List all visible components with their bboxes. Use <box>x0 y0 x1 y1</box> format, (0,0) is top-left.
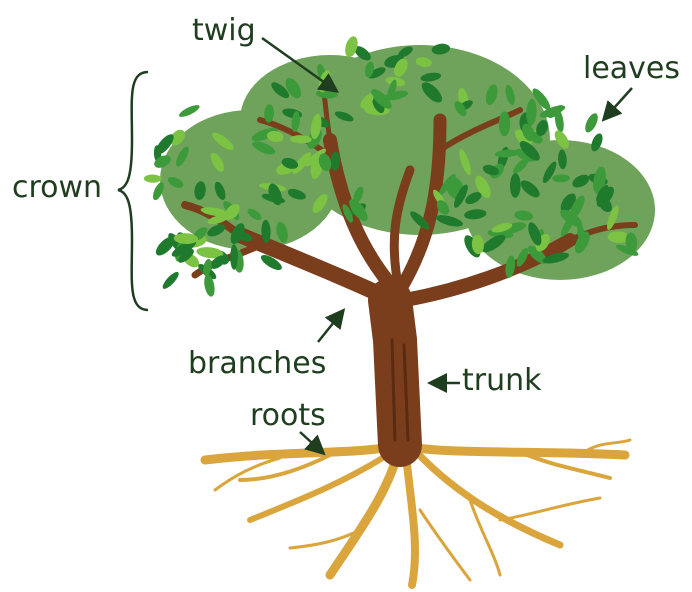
label-roots: roots <box>250 398 326 452</box>
twig-label: twig <box>192 13 256 48</box>
roots-label: roots <box>250 398 326 433</box>
label-leaves: leaves <box>583 51 680 118</box>
trunk-label: trunk <box>462 363 542 398</box>
leaf-shape <box>144 174 162 183</box>
roots-drawing <box>205 440 630 585</box>
branches-label: branches <box>188 346 326 381</box>
branches-arrow <box>318 312 342 342</box>
label-branches: branches <box>188 312 342 381</box>
leaves-label: leaves <box>583 51 680 86</box>
crown-brace <box>118 72 148 310</box>
crown-label: crown <box>12 170 102 205</box>
leaves-arrow <box>605 88 632 118</box>
label-crown: crown <box>12 72 148 310</box>
leaf-shape <box>178 103 201 119</box>
label-trunk: trunk <box>432 363 542 398</box>
leaf-shape <box>160 270 181 291</box>
leaf-shape <box>230 244 238 269</box>
leaf-shape <box>583 111 601 134</box>
